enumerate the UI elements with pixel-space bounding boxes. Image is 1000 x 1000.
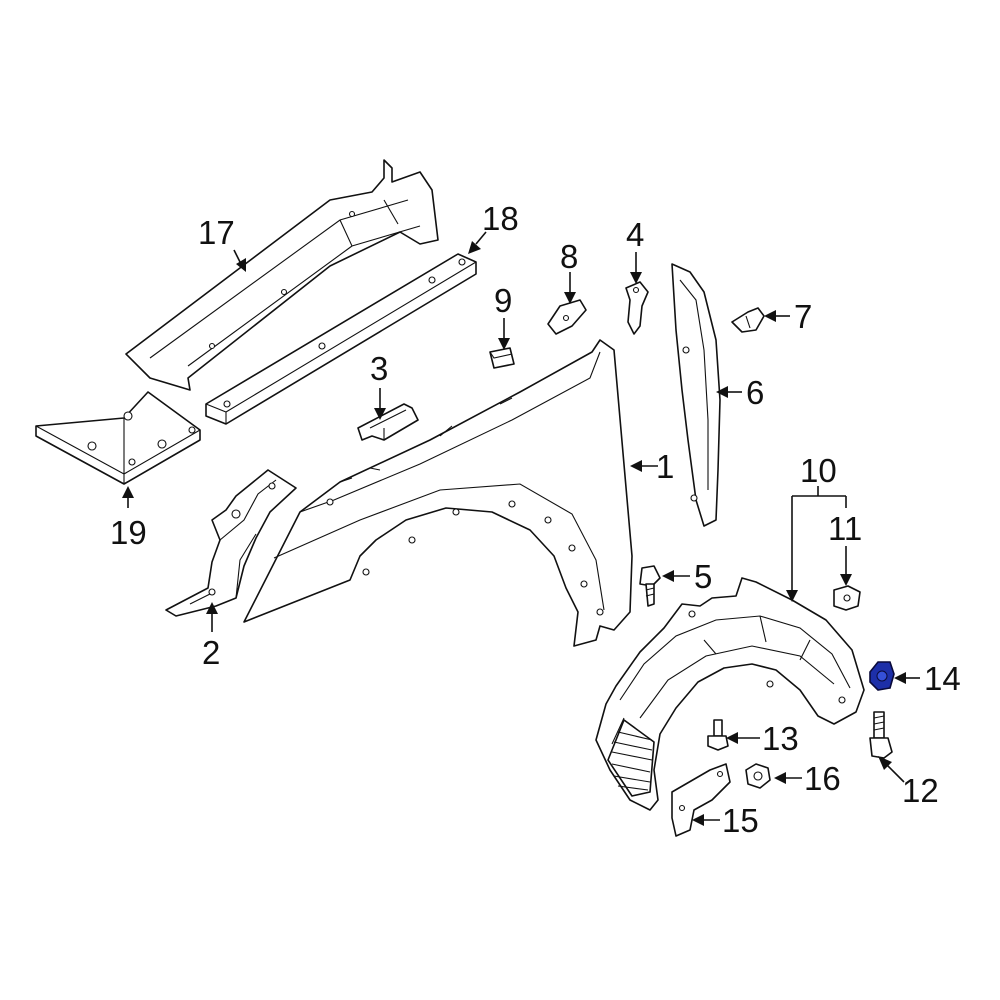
part-8-clip[interactable]: [547, 299, 587, 335]
part-18-reinforcement[interactable]: [205, 253, 477, 425]
leader-lines: [122, 231, 920, 826]
part-13-bolt[interactable]: [707, 719, 729, 751]
part-16-nut[interactable]: [745, 763, 771, 789]
callout-5: 5: [694, 558, 712, 595]
callout-15: 15: [722, 802, 759, 839]
callout-13: 13: [762, 720, 799, 757]
part-5-bolt[interactable]: [639, 565, 661, 607]
part-12-bolt[interactable]: [869, 711, 893, 759]
part-7-push-clip[interactable]: [731, 307, 765, 333]
callout-9: 9: [494, 282, 512, 319]
callout-19: 19: [110, 514, 147, 551]
callout-10: 10: [800, 452, 837, 489]
vent-grille: [607, 719, 655, 797]
callout-11: 11: [828, 510, 862, 547]
callout-7: 7: [794, 298, 812, 335]
part-19-insulator-pad[interactable]: [35, 391, 201, 485]
callout-12: 12: [902, 772, 939, 809]
callout-17: 17: [198, 214, 235, 251]
part-1-fender[interactable]: [243, 339, 633, 647]
callout-4: 4: [626, 216, 644, 253]
part-10-fender-liner[interactable]: [595, 577, 865, 811]
callout-1: 1: [656, 448, 674, 485]
callout-8: 8: [560, 238, 578, 275]
callout-14: 14: [924, 660, 961, 697]
part-11-clip-nut[interactable]: [833, 585, 861, 611]
callout-18: 18: [482, 200, 519, 237]
part-17-apron[interactable]: [125, 159, 439, 391]
callout-2: 2: [202, 634, 220, 671]
part-4-bracket[interactable]: [625, 281, 649, 335]
callout-labels: 1 2 3 4 5 6 7 8 9 10 11 12 13 14 15 16 1…: [110, 200, 961, 839]
part-15-liner-bracket[interactable]: [671, 763, 731, 837]
part-3-bracket[interactable]: [357, 403, 419, 441]
part-6-seal[interactable]: [671, 263, 721, 527]
part-9-clip[interactable]: [489, 347, 515, 369]
callout-16: 16: [804, 760, 841, 797]
part-14-nut[interactable]: [869, 661, 895, 691]
callout-6: 6: [746, 374, 764, 411]
callout-3: 3: [370, 350, 388, 387]
part-2-fender-bracket[interactable]: [165, 469, 297, 617]
